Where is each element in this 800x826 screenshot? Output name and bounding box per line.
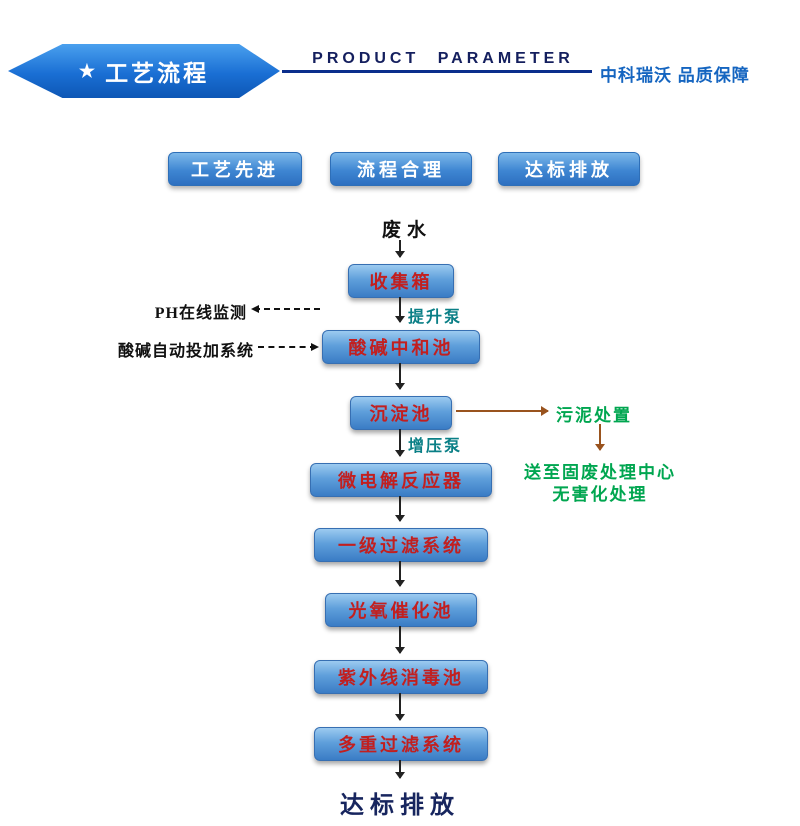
product-parameter-title: PRODUCT PARAMETER — [312, 50, 574, 67]
flow-source-label: 废水 — [381, 220, 432, 241]
dosing-system-label: 酸碱自动投加系统 — [117, 343, 254, 360]
arrow-multi-filter-to-outcome — [399, 760, 401, 778]
solid-waste-label-line2: 无害化处理 — [552, 485, 648, 504]
lift-pump-label: 提升泵 — [408, 309, 463, 326]
arrow-source-to-collection — [399, 240, 401, 257]
feature-badge-reasonable: 流程合理 — [330, 152, 472, 186]
arrow-sedimentation-to-reactor — [399, 429, 401, 456]
step-primary-filtration: 一级过滤系统 — [314, 528, 488, 562]
sludge-disposal-label: 污泥处置 — [556, 406, 632, 425]
step-collection-tank: 收集箱 — [348, 264, 454, 298]
step-photo-oxidation-pool: 光氧催化池 — [325, 593, 477, 627]
outcome-label: 达标排放 — [340, 793, 460, 819]
step-microelectrolysis-reactor: 微电解反应器 — [310, 463, 492, 497]
header-banner-ribbon: ★ 工艺流程 — [8, 44, 280, 98]
solid-waste-label-line1: 送至固废处理中心 — [524, 463, 676, 482]
sludge-branch-arrow — [456, 410, 548, 412]
step-uv-disinfection-pool: 紫外线消毒池 — [314, 660, 488, 694]
step-multi-filtration: 多重过滤系统 — [314, 727, 488, 761]
feature-badge-discharge: 达标排放 — [498, 152, 640, 186]
step-sedimentation-pool: 沉淀池 — [350, 396, 452, 430]
arrow-uv-to-multi-filter — [399, 693, 401, 720]
ph-monitoring-dashed-arrow — [251, 305, 320, 313]
step-neutralization-pool: 酸碱中和池 — [322, 330, 480, 364]
header-divider-line — [282, 70, 592, 73]
arrow-collection-to-neutralization — [399, 297, 401, 322]
ph-monitoring-label: PH在线监测 — [154, 305, 247, 322]
brand-text: 中科瑞沃 品质保障 — [600, 66, 750, 85]
arrow-reactor-to-primary-filter — [399, 496, 401, 521]
arrow-primary-filter-to-photo — [399, 561, 401, 586]
dosing-system-dashed-arrow — [258, 343, 319, 351]
arrow-photo-to-uv — [399, 626, 401, 653]
star-icon: ★ — [78, 60, 96, 81]
banner-title: 工艺流程 — [105, 61, 210, 86]
solid-waste-arrow — [599, 424, 601, 450]
boost-pump-label: 增压泵 — [408, 438, 463, 455]
feature-badge-advanced: 工艺先进 — [168, 152, 302, 186]
arrow-neutralization-to-sedimentation — [399, 363, 401, 389]
